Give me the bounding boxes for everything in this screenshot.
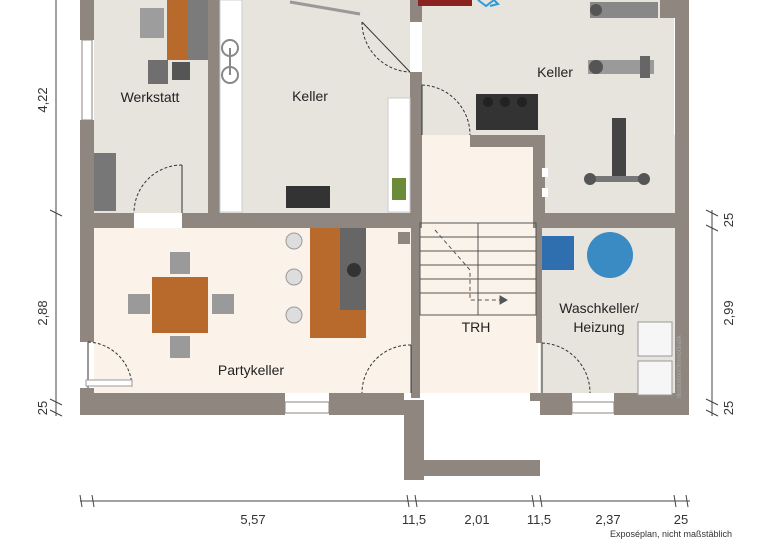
wall-trh-right <box>536 228 542 343</box>
dim-left-2: 2,88 <box>35 300 50 325</box>
dim-right-2: 2,99 <box>721 300 736 325</box>
vent-2 <box>542 188 548 197</box>
dim-bottom-2: 11,5 <box>402 512 426 527</box>
bar-counter <box>310 228 366 338</box>
rowing-machine <box>588 56 654 78</box>
entry-wall-right <box>530 393 542 401</box>
workbench <box>140 0 208 84</box>
bicycle <box>221 39 239 84</box>
wall-bottom-window-1 <box>284 401 330 414</box>
wall-right <box>675 0 689 415</box>
dim-bottom-6: 25 <box>674 512 688 527</box>
dryer <box>637 360 673 396</box>
vent-1 <box>542 168 548 177</box>
dim-bottom-4: 11,5 <box>527 512 551 527</box>
bottle-crate-2 <box>286 186 330 208</box>
keller-top-bench <box>418 0 472 6</box>
bottle-crate-1 <box>392 178 406 200</box>
staircase <box>419 222 537 316</box>
entry-wall-bottom <box>404 460 540 476</box>
keller-left-floor <box>220 0 410 213</box>
dim-left-1: 4,22 <box>35 87 50 112</box>
room-label-waschkeller-line1: Waschkeller/ <box>559 300 639 316</box>
bar-stool-1 <box>285 232 303 250</box>
wall-bottom-far-right <box>614 393 689 415</box>
wall-keller-right-lower <box>533 135 545 228</box>
trh-floor <box>420 135 538 393</box>
heating-unit <box>542 236 574 270</box>
wall-left-top <box>80 0 94 40</box>
room-label-keller-right: Keller <box>537 64 573 80</box>
door-keller-right <box>421 84 471 136</box>
wall-trh-top <box>470 135 545 147</box>
door-waschkeller <box>541 342 591 394</box>
door-keller-left <box>361 21 411 73</box>
dim-left-3: 25 <box>35 401 50 415</box>
wall-bottom-right <box>540 393 572 415</box>
room-label-partykeller: Partykeller <box>218 362 284 378</box>
wall-left-mid <box>80 120 94 342</box>
door-werkstatt <box>133 164 183 214</box>
wall-bottom-mid <box>329 393 404 415</box>
treadmill <box>590 2 658 18</box>
fan-icon <box>477 0 500 8</box>
dim-bottom-1: 5,57 <box>240 512 265 527</box>
wall-top-right-stub <box>660 0 675 18</box>
wall-bottom-left <box>80 393 285 415</box>
room-label-waschkeller-line2: Heizung <box>573 319 624 335</box>
wall-bottom-window-2 <box>571 401 615 414</box>
door-partykeller-exit <box>85 341 133 389</box>
dimension-line-left <box>49 0 63 417</box>
dining-table <box>128 252 234 358</box>
wall-trh-left <box>411 228 420 398</box>
room-label-keller-left: Keller <box>292 88 328 104</box>
dim-right-3: 25 <box>721 401 736 415</box>
keller-right-floor-lower <box>545 135 675 213</box>
keller-shelf-left <box>219 0 243 213</box>
dim-bottom-5: 2,37 <box>595 512 620 527</box>
bar-stool-2 <box>285 268 303 286</box>
wall-left-window <box>81 39 93 121</box>
dim-bottom-3: 2,01 <box>464 512 489 527</box>
illustration-credit: Illustration©ImmoGrafik <box>676 334 683 398</box>
bar-stool-3 <box>285 306 303 324</box>
weight-rack <box>476 94 538 130</box>
washing-machine <box>637 321 673 357</box>
wall-keller-divider <box>410 72 422 228</box>
dimension-line-bottom <box>79 494 690 508</box>
wall-mounted-rack <box>289 0 361 16</box>
plan-caption: Exposéplan, nicht maßstäblich <box>610 529 732 539</box>
dim-right-1: 25 <box>721 213 736 227</box>
room-label-werkstatt: Werkstatt <box>121 89 180 105</box>
wall-waschkeller-top <box>545 213 675 228</box>
wall-mid-horizontal-2 <box>182 213 422 228</box>
dimension-line-right <box>705 209 719 417</box>
werkstatt-cabinet <box>94 153 116 211</box>
wall-werkstatt-keller <box>208 0 220 213</box>
pillar <box>398 232 410 244</box>
wall-mid-horizontal-1 <box>94 213 134 228</box>
room-label-trh: TRH <box>462 319 491 335</box>
door-partykeller-trh <box>361 344 412 394</box>
boiler-tank <box>587 232 633 278</box>
weight-bench <box>584 118 650 185</box>
